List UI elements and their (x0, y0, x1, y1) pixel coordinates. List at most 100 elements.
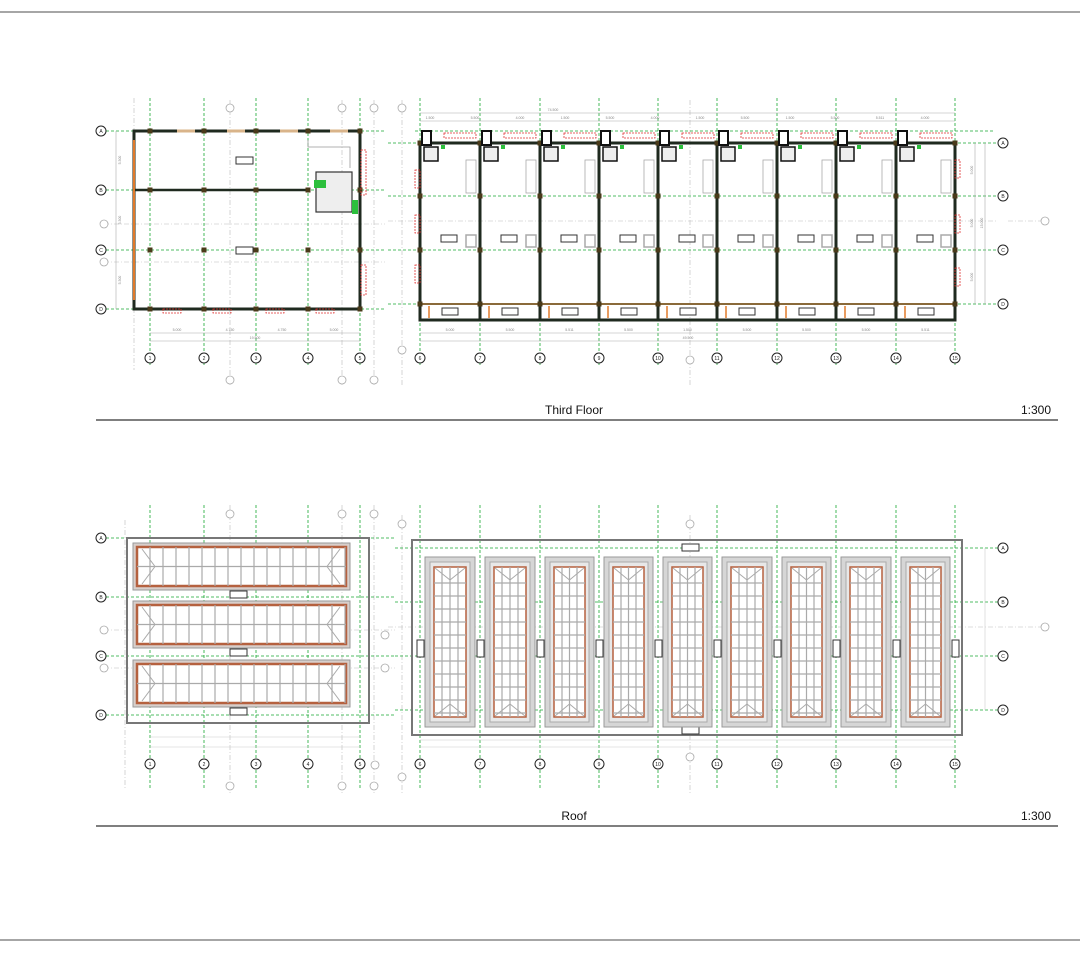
grid-column-bubble: 9 (598, 356, 601, 362)
room-tag (798, 307, 816, 316)
level-marker-icon (685, 355, 695, 365)
level-marker-icon (397, 772, 407, 782)
level-marker-icon (99, 625, 109, 635)
dimension-label: 4.000 (921, 116, 930, 120)
window-marker (800, 132, 834, 139)
dimension-label: 5.000 (330, 328, 339, 332)
level-marker-icon (685, 519, 695, 529)
vent (738, 145, 742, 149)
hip-line (791, 567, 822, 581)
chimney (659, 130, 670, 146)
room-tag (679, 307, 697, 316)
roof-tag (773, 639, 782, 658)
grid-column-bubble: 1 (149, 356, 152, 362)
dimension-label: 4.750 (278, 328, 287, 332)
column (714, 193, 720, 199)
grid-row-bubble: D (1001, 302, 1005, 308)
shaft-icon (940, 234, 952, 248)
elevator (314, 180, 326, 188)
hip-line (731, 567, 763, 581)
grid-row-bubble-circle (997, 542, 1009, 554)
level-marker-icon (397, 103, 407, 113)
column (305, 306, 311, 312)
room-tag (916, 234, 934, 243)
dimension-label: 1.500 (561, 116, 570, 120)
grid-column-bubble-circle (652, 758, 664, 770)
window-marker (622, 132, 656, 139)
grid-row-bubble-circle (95, 650, 107, 662)
grid-column-bubble-circle (198, 352, 210, 364)
roof-tag (832, 639, 841, 658)
roof-tag (713, 639, 722, 658)
column (253, 128, 259, 134)
room-tag (440, 234, 458, 243)
grid-column-bubble-circle (474, 758, 486, 770)
column (201, 306, 207, 312)
column (952, 140, 958, 146)
dimension-label: 5.511 (921, 328, 930, 332)
window-marker (212, 308, 232, 314)
hip-line (326, 606, 341, 643)
grid-row-bubble-circle (997, 704, 1009, 716)
room-tag (441, 307, 459, 316)
level-marker-icon (370, 760, 380, 770)
grid-column-bubble-circle (144, 758, 156, 770)
closet (702, 159, 714, 194)
roof-tag (476, 639, 485, 658)
grid-column-bubble-circle (830, 758, 842, 770)
stair-core (839, 146, 855, 162)
closet (881, 159, 893, 194)
vent (857, 145, 861, 149)
hip-line (672, 703, 703, 717)
grid-column-bubble: 8 (539, 356, 542, 362)
window-marker (919, 132, 953, 139)
chimney (421, 130, 432, 146)
shaft-icon (762, 234, 774, 248)
column (477, 193, 483, 199)
grid-column-bubble-circle (593, 352, 605, 364)
column (305, 187, 311, 193)
dimension-label: 5.511 (565, 328, 574, 332)
room-tag (917, 307, 935, 316)
grid-column-bubble-circle (949, 758, 961, 770)
grid-row-bubble-circle (997, 244, 1009, 256)
grid-column-bubble-circle (830, 352, 842, 364)
grid-column-bubble: 10 (655, 356, 661, 362)
grid-column-bubble-circle (250, 352, 262, 364)
hip-line (850, 703, 882, 717)
grid-column-bubble: 4 (307, 356, 310, 362)
vent (917, 145, 921, 149)
grid-row-bubble: A (99, 536, 103, 542)
grid-column-bubble: 2 (203, 762, 206, 768)
grid-row-bubble: B (1001, 600, 1005, 606)
level-marker-icon (337, 103, 347, 113)
level-marker-icon (225, 509, 235, 519)
column (357, 128, 363, 134)
grid-column-bubble-circle (414, 352, 426, 364)
grid-column-bubble: 9 (598, 762, 601, 768)
column (147, 247, 153, 253)
grid-row-bubble-circle (997, 137, 1009, 149)
window-marker (563, 132, 597, 139)
roof-tag (416, 639, 425, 658)
shaft-icon (821, 234, 833, 248)
grid-row-bubble: A (1001, 546, 1005, 552)
grid-column-bubble: 11 (714, 356, 719, 362)
window-marker (414, 169, 421, 189)
column (952, 301, 958, 307)
roof-tag (681, 726, 700, 735)
grid-column-bubble: 5 (359, 356, 362, 362)
column (714, 140, 720, 146)
room-tag (560, 234, 578, 243)
room-tag (797, 234, 815, 243)
roof-tag (595, 639, 604, 658)
window-marker (954, 159, 961, 179)
grid-column-bubble-circle (250, 758, 262, 770)
column (833, 301, 839, 307)
grid-column-bubble: 1 (149, 762, 152, 768)
roof-tag (229, 648, 248, 657)
level-marker-icon (397, 345, 407, 355)
grid-column-bubble: 13 (833, 762, 839, 768)
vent (620, 145, 624, 149)
grid-row-bubble: C (99, 654, 103, 660)
